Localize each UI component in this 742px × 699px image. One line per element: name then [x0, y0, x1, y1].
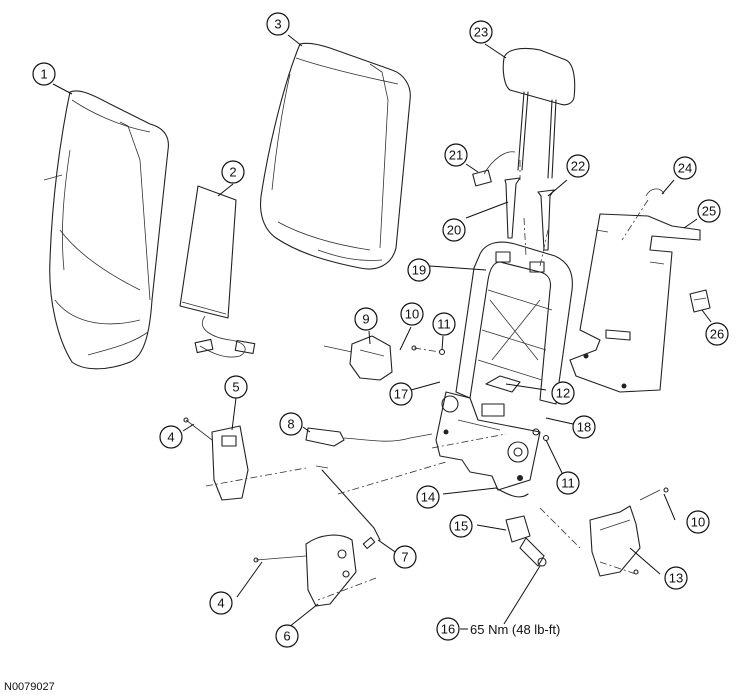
callout-11a: 11	[432, 312, 456, 336]
callout-4b: 4	[209, 591, 233, 615]
callout-9: 9	[354, 307, 378, 331]
leader-lines	[52, 34, 712, 630]
svg-text:16: 16	[441, 622, 455, 637]
svg-text:6: 6	[283, 629, 290, 644]
svg-text:15: 15	[454, 519, 468, 534]
callout-13: 13	[664, 566, 688, 590]
svg-text:12: 12	[556, 386, 570, 401]
release-handle-8	[305, 427, 433, 447]
svg-text:18: 18	[577, 420, 591, 435]
bolt-15-16	[505, 515, 547, 567]
svg-text:19: 19	[412, 263, 426, 278]
callout-22: 22	[566, 154, 590, 178]
svg-text:17: 17	[394, 387, 408, 402]
callout-24: 24	[673, 156, 697, 180]
svg-text:3: 3	[274, 17, 281, 32]
svg-text:20: 20	[447, 223, 461, 238]
callout-1: 1	[32, 62, 56, 86]
callout-14: 14	[416, 485, 440, 509]
connector-21	[472, 151, 516, 187]
seatback-foam-3	[259, 42, 411, 270]
heater-mat-2	[179, 185, 256, 358]
callout-16: 16	[436, 617, 460, 641]
fasteners	[183, 345, 669, 575]
callout-11b: 11	[556, 471, 580, 495]
svg-text:5: 5	[232, 380, 239, 395]
svg-text:4: 4	[217, 596, 224, 611]
svg-text:11: 11	[561, 476, 575, 491]
svg-text:10: 10	[405, 307, 419, 322]
recliner-14	[435, 391, 541, 498]
callout-8: 8	[279, 412, 303, 436]
svg-text:4: 4	[167, 430, 174, 445]
assembly-lines	[205, 160, 637, 601]
trim-panel-5	[185, 419, 249, 501]
callout-26: 26	[705, 322, 729, 346]
callout-3: 3	[266, 12, 290, 36]
callout-10b: 10	[686, 510, 710, 534]
svg-text:25: 25	[702, 204, 716, 219]
svg-text:11: 11	[437, 317, 451, 332]
svg-text:26: 26	[710, 327, 724, 342]
clip-24	[621, 188, 665, 241]
torque-spec: 65 Nm (48 lb-ft)	[470, 622, 560, 637]
callout-15: 15	[449, 514, 473, 538]
callout-7: 7	[393, 545, 417, 569]
callout-20: 20	[442, 218, 466, 242]
cable-7	[315, 465, 381, 550]
trim-panel-6	[255, 534, 357, 607]
svg-text:22: 22	[571, 159, 585, 174]
svg-text:7: 7	[401, 550, 408, 565]
back-panel-25	[569, 213, 701, 393]
svg-text:9: 9	[362, 312, 369, 327]
headrest-23	[502, 47, 576, 179]
svg-text:21: 21	[449, 148, 463, 163]
callout-10a: 10	[400, 302, 424, 326]
callout-18: 18	[572, 415, 596, 439]
figure-id: N0079027	[4, 681, 55, 693]
svg-text:24: 24	[678, 161, 692, 176]
callout-2: 2	[221, 160, 245, 184]
svg-text:2: 2	[229, 165, 236, 180]
seatback-frame-19	[455, 241, 573, 405]
seatback-cover-1	[43, 90, 169, 370]
svg-text:13: 13	[669, 571, 683, 586]
svg-text:1: 1	[40, 67, 47, 82]
callout-23: 23	[469, 20, 493, 44]
callout-12: 12	[551, 381, 575, 405]
lower-cover-13	[589, 489, 661, 577]
svg-text:10: 10	[691, 515, 705, 530]
callout-5: 5	[224, 375, 248, 399]
headrest-guides-20-22	[504, 177, 555, 251]
svg-text:23: 23	[474, 25, 488, 40]
callout-6: 6	[275, 624, 299, 648]
callout-4a: 4	[159, 425, 183, 449]
callout-21: 21	[444, 143, 468, 167]
bracket-9	[323, 335, 393, 381]
callout-25: 25	[697, 199, 721, 223]
svg-text:8: 8	[287, 417, 294, 432]
callout-19: 19	[407, 258, 431, 282]
callout-17: 17	[389, 382, 413, 406]
clip-26	[689, 289, 711, 313]
svg-text:14: 14	[421, 490, 435, 505]
